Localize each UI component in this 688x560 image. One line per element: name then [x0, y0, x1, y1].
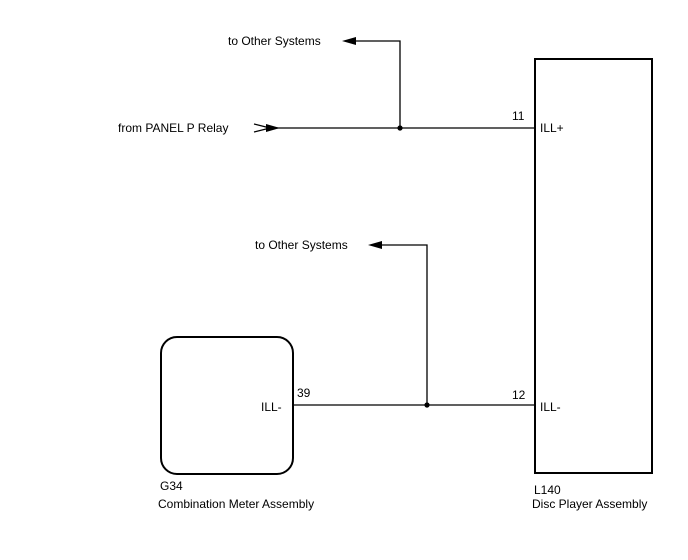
pin-number-11: 11 [512, 109, 525, 123]
to-other-systems-mid-label: to Other Systems [255, 238, 348, 252]
pin-name-ill-plus: ILL+ [540, 121, 564, 135]
arrow-left-icon [368, 241, 382, 249]
pin-number-12: 12 [512, 388, 526, 402]
combination-meter-name: Combination Meter Assembly [158, 497, 314, 511]
disc-player-code: L140 [534, 483, 561, 497]
combination-meter-code: G34 [160, 479, 183, 493]
pin-number-39: 39 [297, 386, 311, 400]
disc-player-assembly-box [534, 58, 653, 474]
input-arrow-head-icon [266, 124, 280, 132]
disc-player-name: Disc Player Assembly [532, 497, 647, 511]
to-other-systems-top-label: to Other Systems [228, 34, 321, 48]
from-panel-relay-label: from PANEL P Relay [118, 121, 228, 135]
wire-to-other-systems-top [356, 40, 401, 128]
pin-name-ill-minus-meter: ILL- [261, 400, 282, 414]
pin-name-ill-minus-disc: ILL- [540, 400, 561, 414]
arrow-left-icon [342, 37, 356, 45]
wire-to-other-systems-mid [382, 244, 428, 405]
